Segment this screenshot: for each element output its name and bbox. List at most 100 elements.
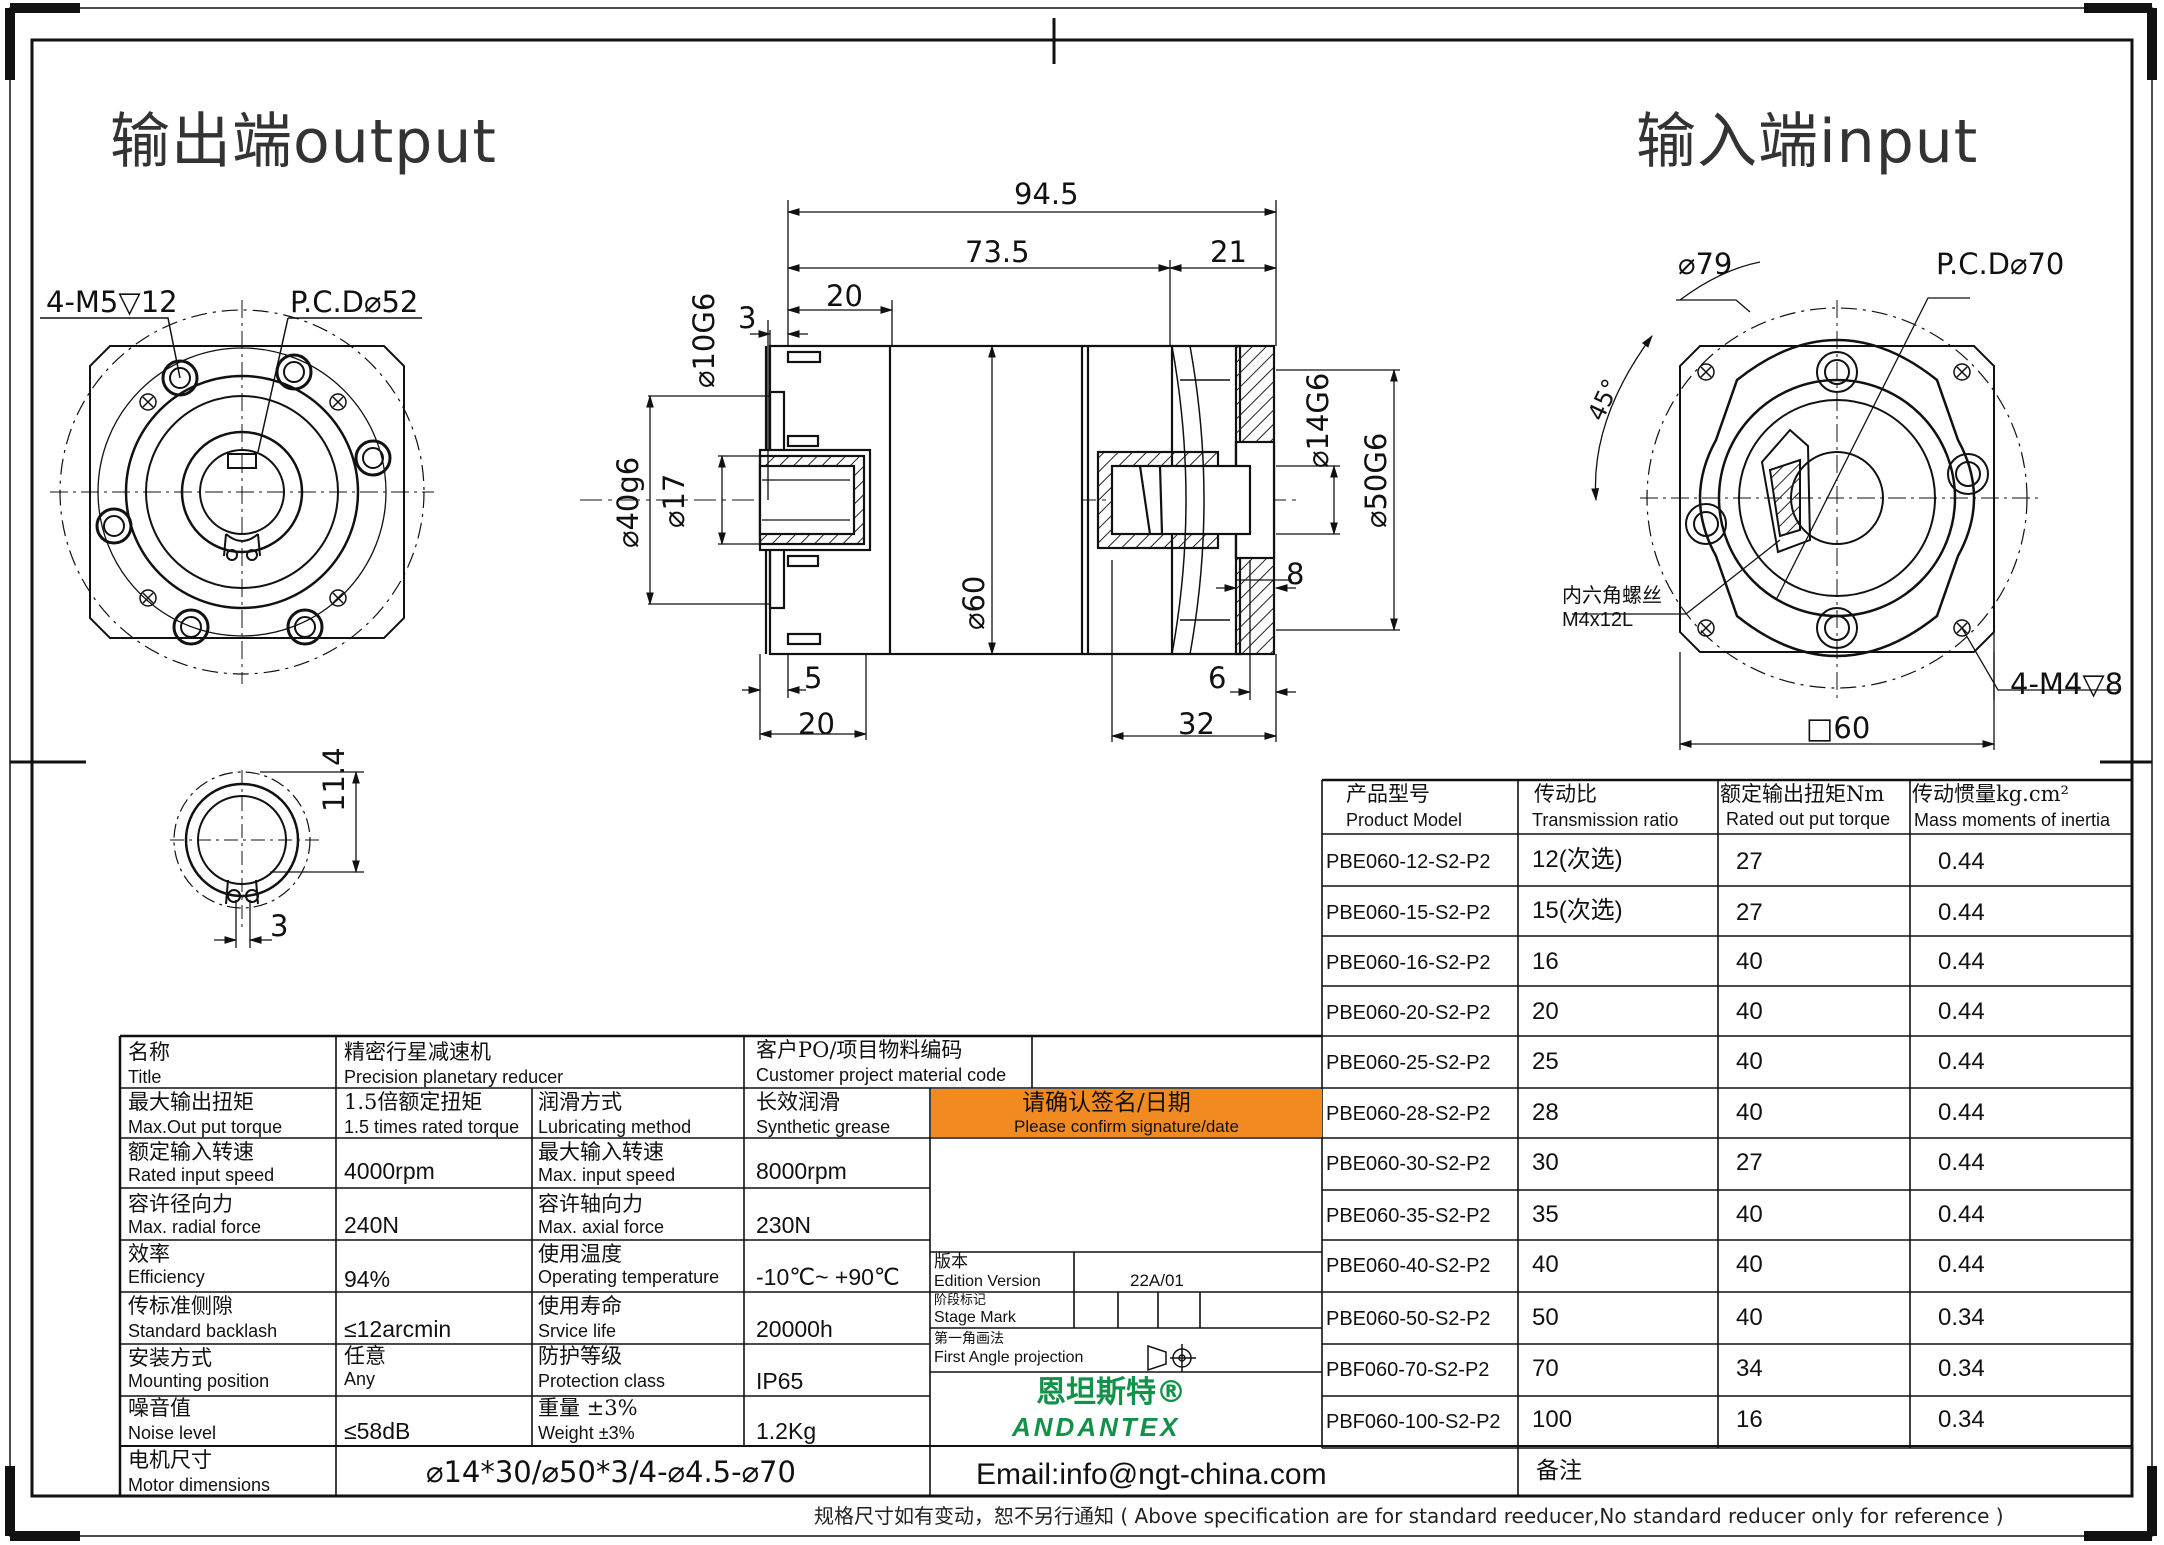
torque-cell: 34 (1736, 1355, 1763, 1382)
ratio-cell: 15(次选) (1532, 897, 1623, 924)
spec-value: ≤12arcmin (344, 1316, 452, 1342)
table-row: PBE060-28-S2-P2 (1326, 1103, 1491, 1125)
spec-label: Max. radial force (128, 1217, 262, 1237)
spec-value: 8000rpm (756, 1158, 847, 1184)
edition-value: 22A/01 (1130, 1271, 1184, 1290)
inertia-cell: 0.44 (1938, 1201, 1985, 1228)
ratio-cell: 16 (1532, 948, 1559, 975)
motor-value: ⌀14*30/⌀50*3/4-⌀4.5-⌀70 (426, 1455, 796, 1489)
spec-label: Standard backlash (128, 1321, 278, 1341)
dim-pilot-40: ⌀40g6 (611, 456, 645, 548)
ratio-cell: 12(次选) (1532, 846, 1623, 873)
spec-label: Max.Out put torque (128, 1117, 283, 1137)
ratio-cell: 100 (1532, 1406, 1573, 1433)
inertia-cell: 0.34 (1938, 1406, 1985, 1433)
circlip-dim-h: 11.4 (317, 747, 351, 812)
spec-value: 230N (756, 1212, 811, 1238)
motor-label-en: Motor dimensions (128, 1475, 271, 1495)
ratio-header-torque-en: Rated out put torque (1726, 809, 1891, 829)
output-view-drawing (40, 300, 434, 684)
input-screw-en: M4x12L (1562, 609, 1634, 631)
spec-label: Weight ±3% (538, 1423, 635, 1443)
input-dia: ⌀79 (1678, 247, 1733, 281)
spec-value: ≤58dB (344, 1418, 411, 1444)
ratio-cell: 20 (1532, 998, 1559, 1025)
table-row: PBE060-50-S2-P2 (1326, 1308, 1491, 1330)
stage-en: Stage Mark (934, 1309, 1016, 1326)
dim-shaft-len: 20 (826, 279, 863, 313)
torque-cell: 40 (1736, 1048, 1763, 1075)
spec-product-en: Precision planetary reducer (344, 1067, 564, 1087)
ratio-header-inertia-cn: 传动惯量kg.cm² (1912, 782, 2069, 806)
input-pcd: P.C.D⌀70 (1936, 247, 2065, 281)
ratio-cell: 40 (1532, 1251, 1559, 1278)
ratio-cell: 25 (1532, 1048, 1559, 1075)
dim-shaft-17: ⌀17 (657, 473, 691, 528)
spec-label: Srvice life (538, 1321, 617, 1341)
contact-email: Email:info@ngt-china.com (976, 1458, 1327, 1491)
table-row: PBE060-20-S2-P2 (1326, 1002, 1491, 1024)
ratio-header-ratio-cn: 传动比 (1534, 782, 1597, 806)
dim-20b: 20 (798, 707, 835, 741)
edition-cn: 版本 (934, 1252, 968, 1272)
inertia-cell: 0.44 (1938, 1251, 1985, 1278)
spec-label: 使用寿命 (538, 1294, 622, 1318)
input-holes: 4-M4▽8 (2010, 667, 2124, 701)
spec-label: 最大输出扭矩 (128, 1090, 254, 1114)
table-row: PBF060-70-S2-P2 (1326, 1359, 1490, 1381)
footer-note: 规格尺寸如有变动，恕不另行通知 ( Above specification ar… (814, 1504, 2004, 1528)
spec-customer-en: Customer project material code (756, 1065, 1007, 1085)
inertia-cell: 0.34 (1938, 1355, 1985, 1382)
sheet-frame (5, 3, 2157, 1541)
spec-label: 额定输入转速 (128, 1140, 254, 1164)
output-heading: 输出端output (110, 107, 497, 177)
spec-value: 240N (344, 1212, 399, 1238)
dim-8: 8 (1286, 557, 1305, 591)
projection-cn: 第一角画法 (934, 1331, 1004, 1347)
circlip-drawing (170, 770, 364, 948)
ratio-header-model-en: Product Model (1346, 810, 1463, 830)
spec-label: 重量 ±3% (538, 1396, 638, 1420)
spec-value: 1.5倍额定扭矩 (344, 1090, 483, 1114)
ratio-header-torque-cn: 额定输出扭矩Nm (1720, 782, 1885, 806)
spec-title-en: Title (128, 1067, 162, 1087)
table-row: PBE060-12-S2-P2 (1326, 851, 1491, 873)
dim-overall: 94.5 (1014, 177, 1079, 211)
spec-value: IP65 (756, 1368, 804, 1394)
dim-body: 73.5 (965, 235, 1030, 269)
input-screw-cn: 内六角螺丝 (1562, 585, 1662, 607)
dim-bore-14: ⌀14G6 (1301, 372, 1335, 468)
table-row: PBE060-16-S2-P2 (1326, 952, 1491, 974)
circlip-dim-w: 3 (270, 909, 289, 943)
output-pcd: P.C.D⌀52 (290, 285, 419, 319)
torque-cell: 40 (1736, 1099, 1763, 1126)
spec-label: 防护等级 (538, 1344, 622, 1368)
spec-value: 4000rpm (344, 1158, 435, 1184)
ratio-header-ratio-en: Transmission ratio (1532, 810, 1679, 830)
dim-5: 5 (804, 661, 823, 695)
input-view-drawing (1572, 261, 2120, 750)
inertia-cell: 0.44 (1938, 948, 1985, 975)
remark-label: 备注 (1536, 1458, 1582, 1484)
ratio-cell: 70 (1532, 1355, 1559, 1382)
spec-label: Noise level (128, 1423, 217, 1443)
torque-cell: 40 (1736, 948, 1763, 975)
spec-value: 20000h (756, 1316, 833, 1342)
spec-label: Max. axial force (538, 1217, 665, 1237)
inertia-cell: 0.44 (1938, 998, 1985, 1025)
spec-label: Efficiency (128, 1267, 205, 1287)
input-square: □60 (1806, 711, 1871, 745)
spec-label: 安装方式 (128, 1346, 212, 1370)
spec-value: 任意 (344, 1344, 386, 1368)
table-row: PBE060-30-S2-P2 (1326, 1153, 1491, 1175)
confirm-en: Please confirm signature/date (1014, 1117, 1239, 1136)
dim-flange: 21 (1210, 235, 1247, 269)
spec-label: 容许径向力 (128, 1192, 233, 1216)
motor-label-cn: 电机尺寸 (128, 1448, 212, 1472)
edition-en: Edition Version (934, 1273, 1041, 1290)
spec-value: Any (344, 1369, 376, 1389)
torque-cell: 16 (1736, 1406, 1763, 1433)
ratio-cell: 28 (1532, 1099, 1559, 1126)
